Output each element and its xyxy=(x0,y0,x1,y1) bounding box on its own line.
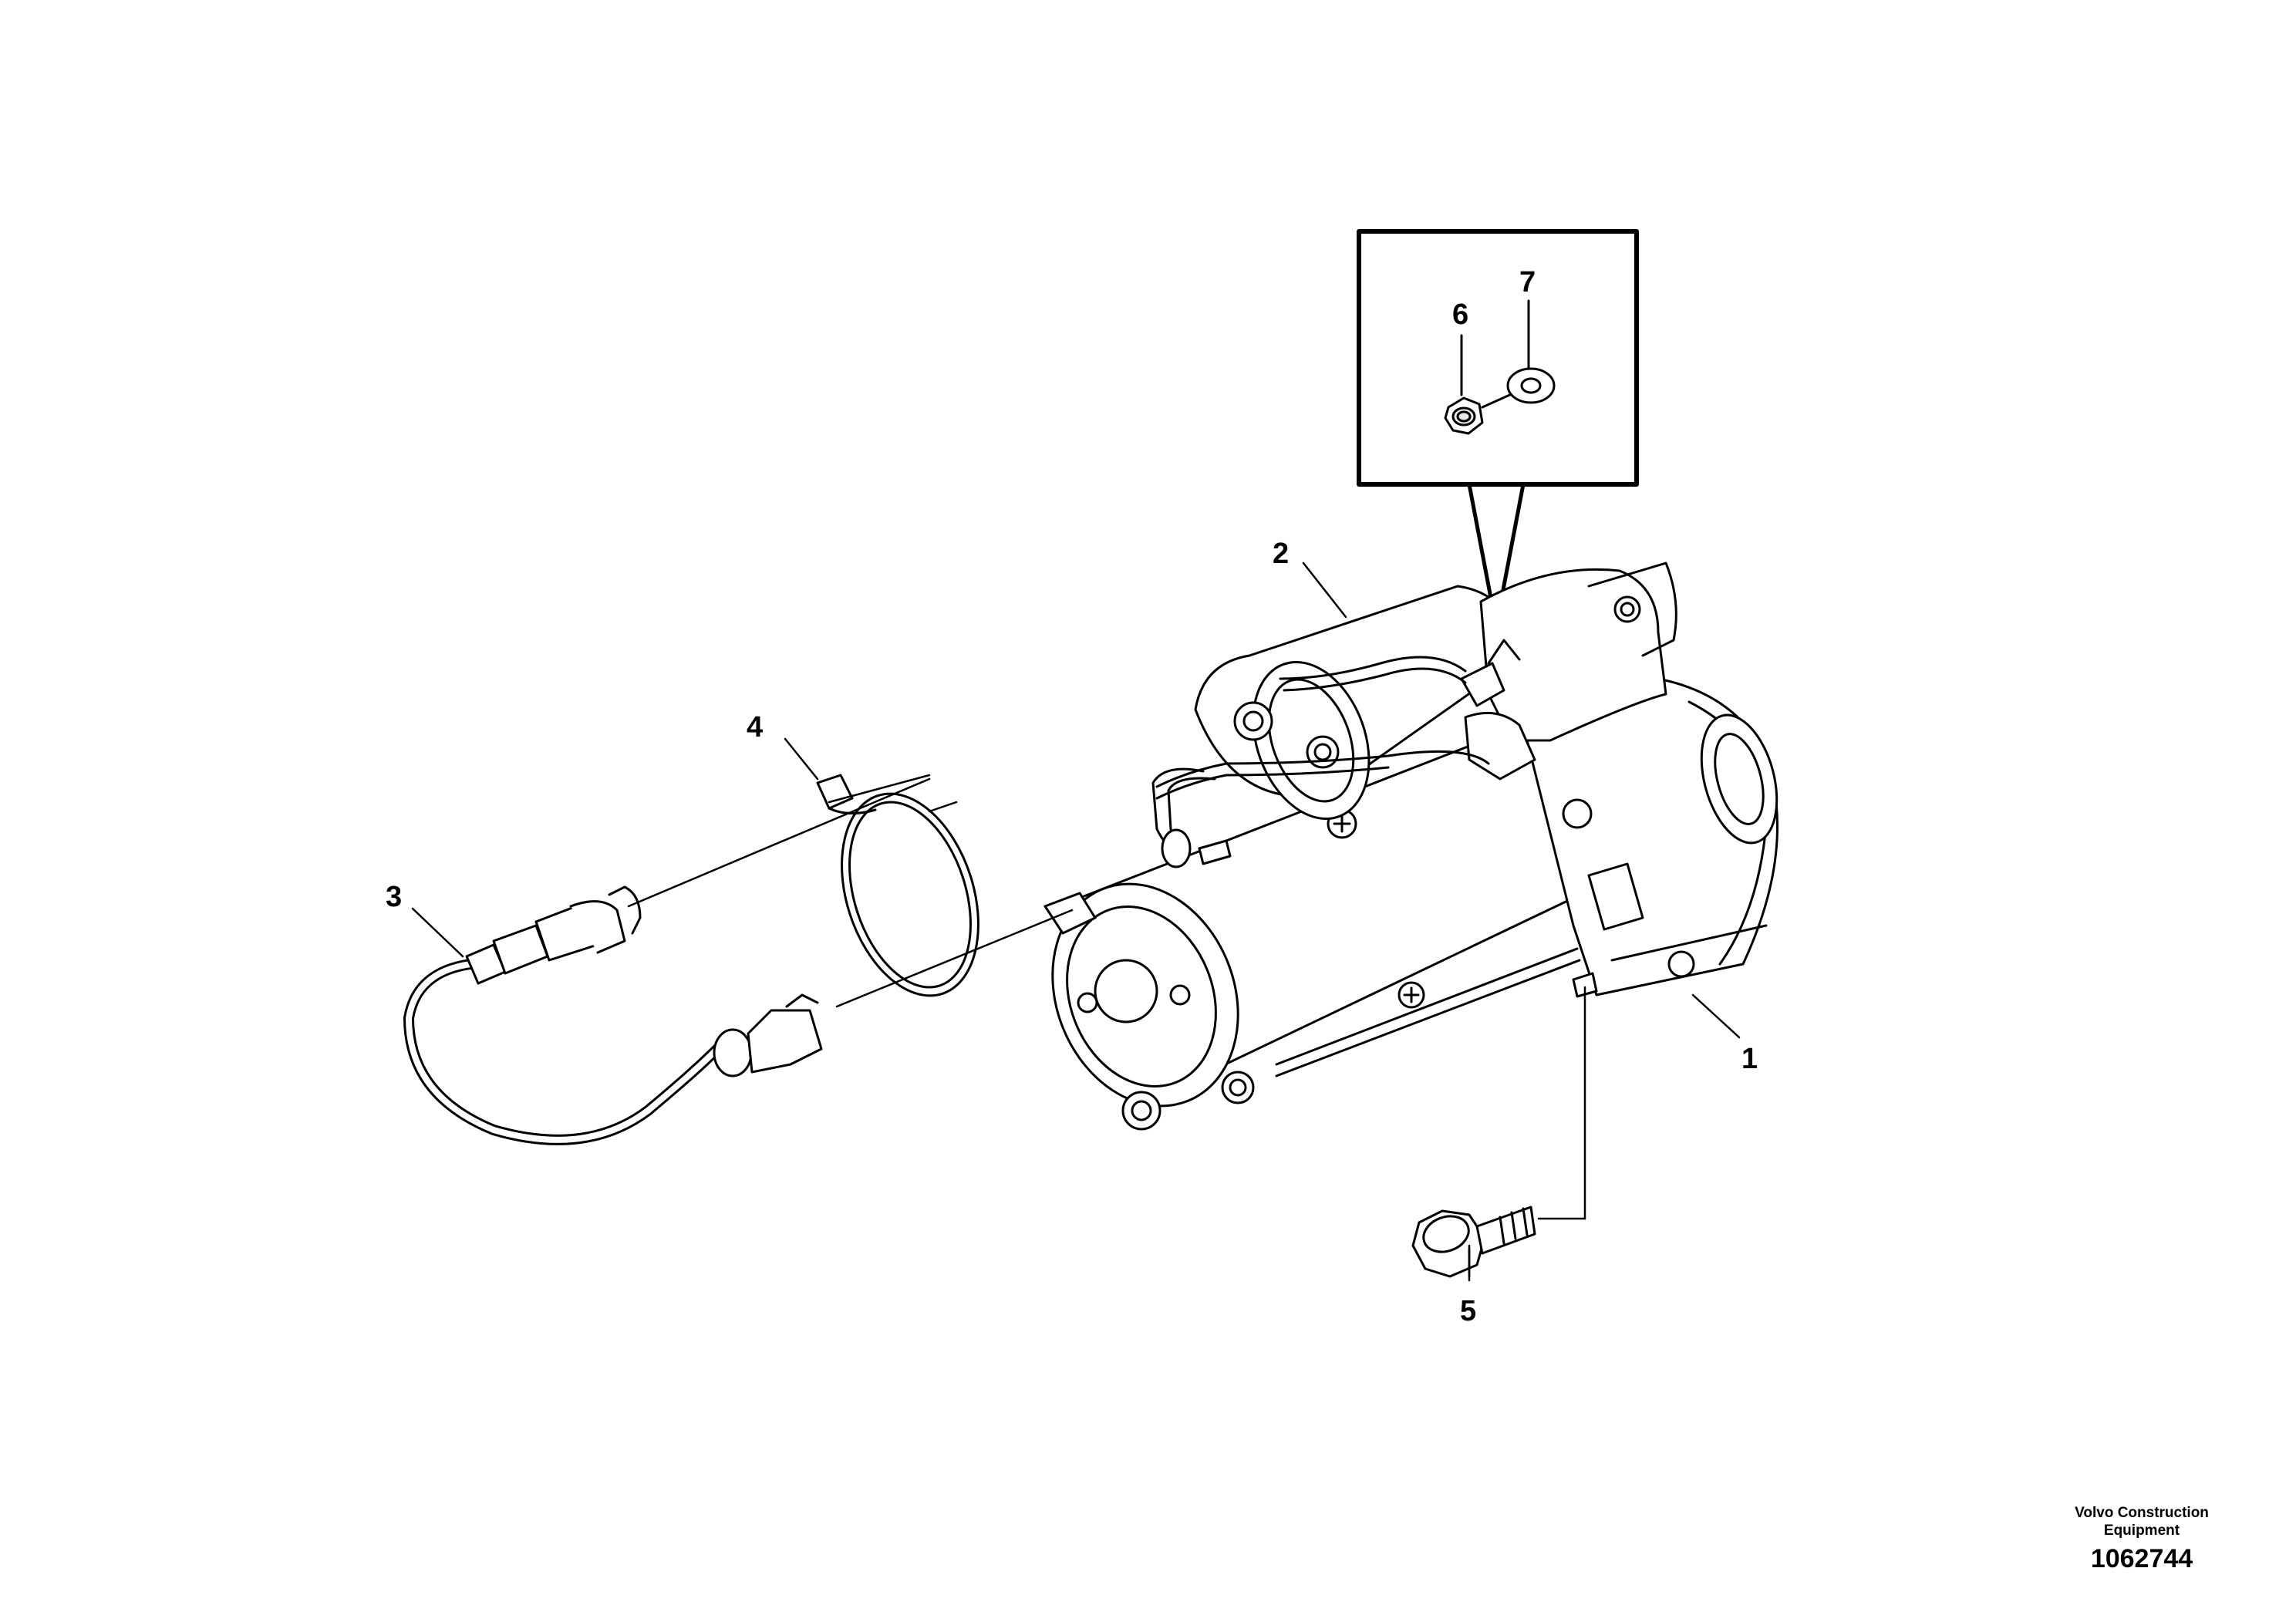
callout-6: 6 xyxy=(1452,298,1468,331)
leader-lines xyxy=(411,561,1741,1282)
starter-cable xyxy=(403,885,823,1145)
footer-block: Volvo Construction Equipment 1062744 xyxy=(2041,1504,2242,1574)
callout-2: 2 xyxy=(1273,538,1289,570)
mounting-bolt xyxy=(1411,1206,1536,1278)
callout-labels: 1 2 3 4 5 6 7 xyxy=(386,266,1758,1327)
company-name-line1: Volvo Construction xyxy=(2075,1505,2209,1521)
callout-5: 5 xyxy=(1460,1295,1476,1327)
cable-clamp xyxy=(816,774,979,997)
callout-4: 4 xyxy=(747,711,763,744)
callout-1: 1 xyxy=(1741,1043,1758,1075)
washer-part xyxy=(1506,367,1556,404)
drawing-number: 1062744 xyxy=(2090,1544,2193,1573)
callout-7: 7 xyxy=(1519,266,1536,298)
company-name-line2: Equipment xyxy=(2103,1523,2180,1539)
nut-part xyxy=(1444,396,1484,435)
callout-3: 3 xyxy=(386,881,402,913)
starter-motor xyxy=(1043,677,1779,1131)
solenoid xyxy=(1151,561,1677,868)
detail-inset xyxy=(1357,229,1639,629)
